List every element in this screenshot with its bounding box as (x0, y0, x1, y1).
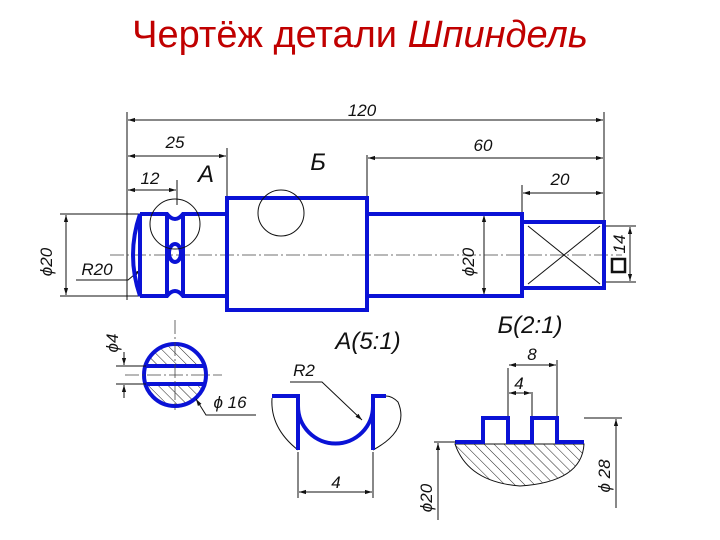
detail-b-contour (455, 416, 584, 444)
callout-circle-b (257, 189, 305, 237)
break-line (271, 397, 299, 451)
dim-text-r20: R20 (81, 260, 113, 279)
square-symbol-icon (610, 257, 627, 274)
label-view-a: А(5:1) (333, 328, 400, 355)
dim-text-r2: R2 (293, 361, 315, 380)
label-detail-b: Б (310, 149, 326, 176)
page-title: Чертёж детали Шпиндель (0, 14, 720, 57)
square-flat-mark (527, 225, 601, 285)
title-main: Чертёж детали (132, 14, 398, 56)
detail-b-view: Б(2:1) 8 4 ϕ20 ϕ 28 (417, 312, 622, 520)
detail-b-hatched-section (454, 443, 585, 487)
dim-text-detail-b-dia28: ϕ 28 (595, 459, 614, 493)
label-view-b: Б(2:1) (498, 312, 563, 339)
callout-circle-a (149, 198, 201, 250)
cross-section-view: ϕ4 ϕ 16 (103, 320, 256, 416)
dim-text-12: 12 (141, 169, 160, 188)
spindle-contour (140, 196, 606, 312)
label-detail-a: А (196, 161, 214, 188)
dim-text-dia20-right: ϕ20 (459, 247, 478, 276)
dim-text-dia4: ϕ4 (103, 334, 122, 353)
dim-text-25: 25 (165, 133, 185, 152)
dim-text-dia16: ϕ 16 (213, 393, 247, 412)
title-part-name: Шпиндель (407, 14, 588, 56)
dim-text-detail-b-8: 8 (527, 345, 537, 364)
detail-a-groove-contour (272, 394, 386, 446)
detail-a-view: А(5:1) R2 4 (271, 328, 402, 498)
dim-text-20: 20 (550, 170, 570, 189)
break-line (372, 395, 402, 451)
dim-text-dia20-left: ϕ20 (37, 247, 56, 276)
spherical-end (131, 213, 142, 297)
main-view: 120 25 12 60 20 ϕ20 ϕ20 14 R20 А Б (37, 101, 636, 312)
cross-hole (167, 242, 183, 264)
dim-text-detail-a-4: 4 (331, 473, 340, 492)
dim-text-detail-b-4: 4 (514, 374, 523, 393)
dim-text-60: 60 (474, 136, 493, 155)
dim-text-120: 120 (348, 101, 377, 120)
leader-r2 (290, 381, 363, 421)
dim-text-square14: 14 (610, 235, 629, 254)
leader-dia16 (195, 398, 256, 416)
dim-text-detail-b-dia20: ϕ20 (417, 483, 436, 512)
